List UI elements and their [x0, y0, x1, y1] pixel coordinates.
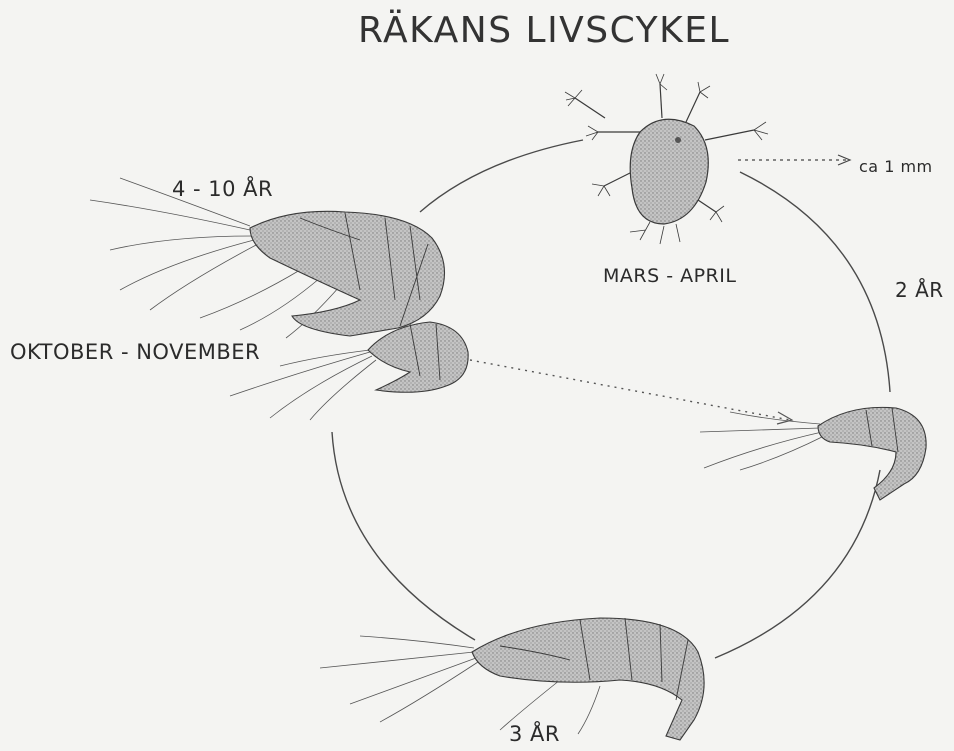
- spawning-time-label: OKTOBER - NOVEMBER: [10, 340, 260, 364]
- arc-3ar-to-spawning: [332, 432, 475, 640]
- adult-shrimp-illustration: [90, 178, 445, 338]
- spawning-shrimp-illustration: [230, 322, 468, 420]
- juvenile-shrimp-illustration: [700, 407, 926, 500]
- cycle-arcs: [332, 140, 890, 658]
- larva-size-label: ca 1 mm: [859, 157, 933, 176]
- adult-age-label: 4 - 10 ÅR: [172, 177, 273, 201]
- arc-larva-to-juvenile: [740, 172, 890, 392]
- young-adult-age-label: 3 ÅR: [509, 722, 560, 746]
- size-indicator-arrow: [738, 155, 850, 165]
- diagram-title: RÄKANS LIVSCYKEL: [358, 10, 730, 51]
- dotted-arrow-head: [777, 412, 792, 424]
- juvenile-age-label: 2 ÅR: [895, 278, 944, 302]
- arc-adult-to-larva: [420, 140, 583, 212]
- arc-juvenile-to-3ar: [715, 470, 880, 658]
- larva-illustration: [565, 74, 768, 244]
- dotted-arrow: [470, 360, 790, 420]
- larva-time-label: MARS - APRIL: [603, 265, 736, 287]
